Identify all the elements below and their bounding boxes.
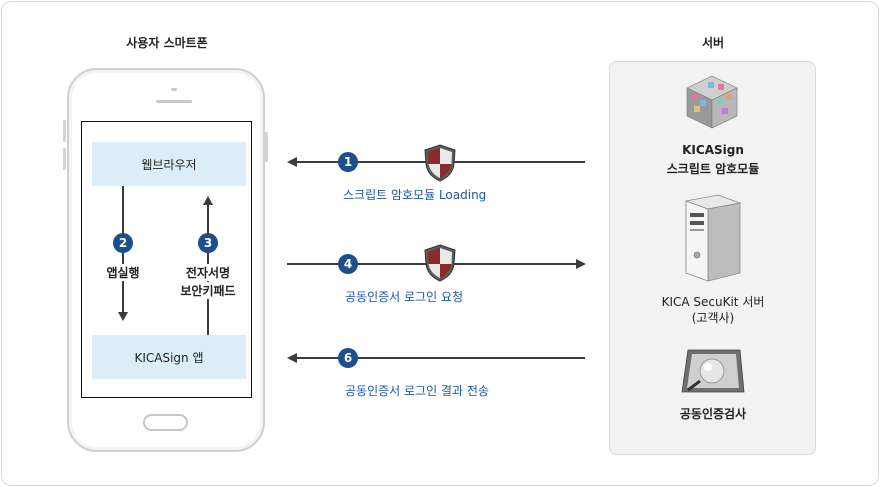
step1-arrowhead [287,157,297,167]
step3-arrowhead [203,196,213,205]
step3-label-line2: 보안키패드 [170,282,246,299]
step6-arrowhead [287,353,297,363]
server-title: 서버 [701,36,725,50]
step1-badge: 1 [338,152,358,172]
step1-text: 스크립트 암호모듈 Loading [343,188,487,202]
phone-home-button [143,414,188,431]
step2-badge: 2 [113,233,133,253]
step2-label: 앱실행 [100,264,146,281]
server-tower-icon [684,194,742,282]
phone-side-button [63,148,66,170]
step6-line [296,357,585,359]
step2-arrowhead [118,312,128,321]
step6-text: 공동인증서 로그인 결과 전송 [345,384,489,398]
step3-badge: 3 [198,233,218,253]
module-label-line2: 스크립트 암호모듈 [666,162,760,176]
phone-side-button [63,120,66,142]
web-browser-box: 웹브라우저 [92,142,246,186]
verify-label: 공동인증검사 [679,407,747,421]
kicasign-app-box: KICASign 앱 [92,335,246,379]
module-label-line1: KICASign [682,143,744,157]
shield-icon [424,144,456,182]
step6-badge: 6 [338,348,358,368]
shield-icon [424,244,456,282]
secukit-label-line2: (고객사) [691,311,735,325]
step3-label-line1: 전자서명 [178,264,238,281]
phone-speaker [156,100,192,103]
crypto-module-cube-icon [686,75,738,129]
phone-side-button [265,132,268,162]
step4-text: 공동인증서 로그인 요청 [345,290,464,304]
step4-arrowhead [576,259,586,269]
step4-badge: 4 [338,254,358,274]
phone-title: 사용자 스마트폰 [126,36,208,50]
phone-camera [171,88,177,91]
certificate-verify-icon [681,349,745,393]
secukit-label-line1: KICA SecuKit 서버 [661,295,765,309]
